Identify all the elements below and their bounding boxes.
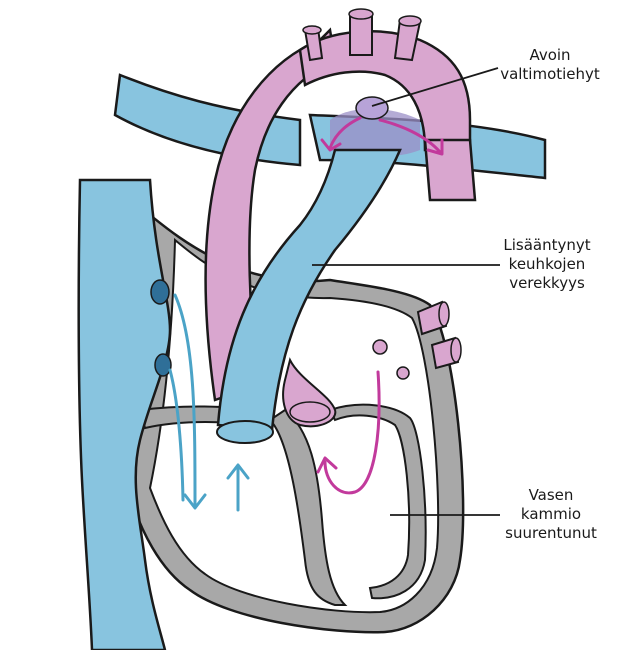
- label-left-ventricle-line2: kammio: [520, 505, 582, 523]
- curved-arrow-icon: [226, 463, 250, 512]
- label-pulmonary-flow-line1: Lisääntynyt: [503, 236, 591, 254]
- ductus-opening: [355, 96, 389, 120]
- vena-cava: [77, 178, 172, 650]
- curved-arrow-icon: [316, 370, 381, 495]
- label-left-ventricle-line3: suurentunut: [505, 524, 597, 542]
- valve-dot-icon: [396, 366, 410, 380]
- ventricular-septum: [268, 408, 348, 606]
- label-pulmonary-flow: Lisääntynyt keuhkojen verekkyys: [492, 236, 602, 293]
- leader-line-ductus: [371, 67, 499, 107]
- aorta-arch-top: [298, 30, 472, 152]
- label-left-ventricle-line1: Vasen: [528, 486, 574, 504]
- pulmonary-valve-opening: [216, 420, 274, 444]
- pulmonary-vein-upper-opening: [438, 301, 450, 327]
- aortic-branch-2: [349, 13, 373, 56]
- descending-aorta: [423, 138, 477, 202]
- label-pulmonary-flow-line3: verekkyys: [509, 274, 585, 292]
- label-ductus-line1: Avoin: [529, 46, 571, 64]
- left-ventricle-wall: [328, 403, 427, 600]
- aortic-branch-3-opening: [398, 15, 422, 27]
- label-left-ventricle: Vasen kammio suurentunut: [496, 486, 606, 543]
- curved-arrow-icon: [168, 368, 185, 502]
- aortic-branch-2-opening: [348, 8, 374, 20]
- curved-arrow-icon: [173, 293, 207, 510]
- aorta-arch: [204, 27, 337, 402]
- valve-dot-icon: [150, 279, 170, 305]
- curved-arrow-icon: [320, 116, 444, 156]
- label-pulmonary-flow-line2: keuhkojen: [508, 255, 586, 273]
- label-ductus-line2: valtimotiehyt: [500, 65, 600, 83]
- valve-dot-icon: [154, 353, 172, 377]
- label-ductus: Avoin valtimotiehyt: [490, 46, 610, 84]
- valve-dot-icon: [372, 339, 388, 355]
- pulmonary-vein-lower-opening: [450, 337, 462, 363]
- pulmonary-trunk: [216, 148, 402, 432]
- aortic-valve-opening: [289, 401, 331, 423]
- aortic-branch-1-opening: [302, 25, 322, 35]
